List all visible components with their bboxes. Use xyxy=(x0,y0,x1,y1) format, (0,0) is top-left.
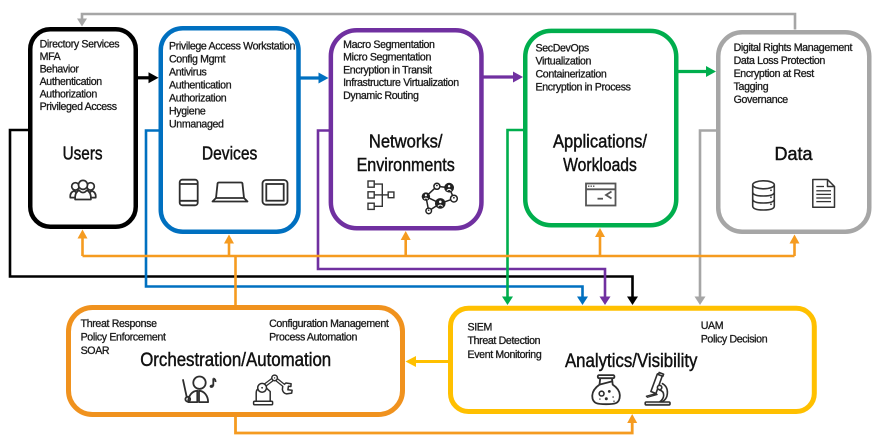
svg-text:Data Loss Protection: Data Loss Protection xyxy=(734,55,826,67)
svg-text:Privilege Access Workstation: Privilege Access Workstation xyxy=(169,41,295,53)
svg-text:Governance: Governance xyxy=(734,94,789,106)
svg-text:UAM: UAM xyxy=(701,320,724,332)
svg-text:Antivirus: Antivirus xyxy=(169,67,207,79)
svg-text:Macro Segmentation: Macro Segmentation xyxy=(343,39,435,51)
svg-text:Dynamic Routing: Dynamic Routing xyxy=(343,90,419,102)
svg-text:Orchestration/Automation: Orchestration/Automation xyxy=(140,350,331,371)
svg-text:Infrastructure Virtualization: Infrastructure Virtualization xyxy=(343,77,459,89)
svg-text:SIEM: SIEM xyxy=(468,322,493,334)
svg-text:Behavior: Behavior xyxy=(40,64,80,76)
svg-text:Digital Rights Management: Digital Rights Management xyxy=(734,42,853,54)
svg-text:SOAR: SOAR xyxy=(81,345,110,357)
svg-text:Policy Enforcement: Policy Enforcement xyxy=(81,331,166,343)
svg-text:Authorization: Authorization xyxy=(169,93,227,105)
svg-text:Data: Data xyxy=(775,144,814,164)
svg-text:Tagging: Tagging xyxy=(734,81,769,93)
svg-text:Policy Decision: Policy Decision xyxy=(701,334,768,346)
svg-text:Unmanaged: Unmanaged xyxy=(169,119,224,131)
svg-text:Directory Services: Directory Services xyxy=(40,39,120,51)
svg-text:Process Automation: Process Automation xyxy=(269,331,357,343)
svg-text:Authentication: Authentication xyxy=(40,76,103,88)
svg-text:Encryption in Transit: Encryption in Transit xyxy=(343,65,432,77)
svg-text:SecDevOps: SecDevOps xyxy=(536,43,589,55)
svg-text:Event Monitoring: Event Monitoring xyxy=(468,349,542,361)
svg-text:Configuration Management: Configuration Management xyxy=(269,318,389,330)
svg-text:Authorization: Authorization xyxy=(40,88,98,100)
svg-text:Privileged Access: Privileged Access xyxy=(40,101,117,113)
svg-text:Virtualization: Virtualization xyxy=(536,56,592,68)
svg-text:Applications/: Applications/ xyxy=(553,132,647,152)
svg-text:Config Mgmt: Config Mgmt xyxy=(169,54,226,66)
svg-text:Devices: Devices xyxy=(202,144,258,164)
svg-text:Encryption at Rest: Encryption at Rest xyxy=(734,68,815,80)
svg-text:Micro Segmentation: Micro Segmentation xyxy=(343,51,431,63)
svg-text:Environments: Environments xyxy=(357,155,455,175)
svg-text:Threat Detection: Threat Detection xyxy=(468,335,541,347)
svg-text:Users: Users xyxy=(63,144,103,164)
svg-text:Threat Response: Threat Response xyxy=(81,318,157,330)
svg-text:MFA: MFA xyxy=(40,51,62,63)
svg-text:Workloads: Workloads xyxy=(563,155,637,175)
svg-text:Networks/: Networks/ xyxy=(369,132,443,152)
svg-text:Analytics/Visibility: Analytics/Visibility xyxy=(565,351,698,372)
svg-text:Authentication: Authentication xyxy=(169,80,232,92)
svg-text:Hygiene: Hygiene xyxy=(169,106,206,118)
svg-text:Containerization: Containerization xyxy=(536,69,607,81)
svg-text:Encryption in Process: Encryption in Process xyxy=(536,82,631,94)
